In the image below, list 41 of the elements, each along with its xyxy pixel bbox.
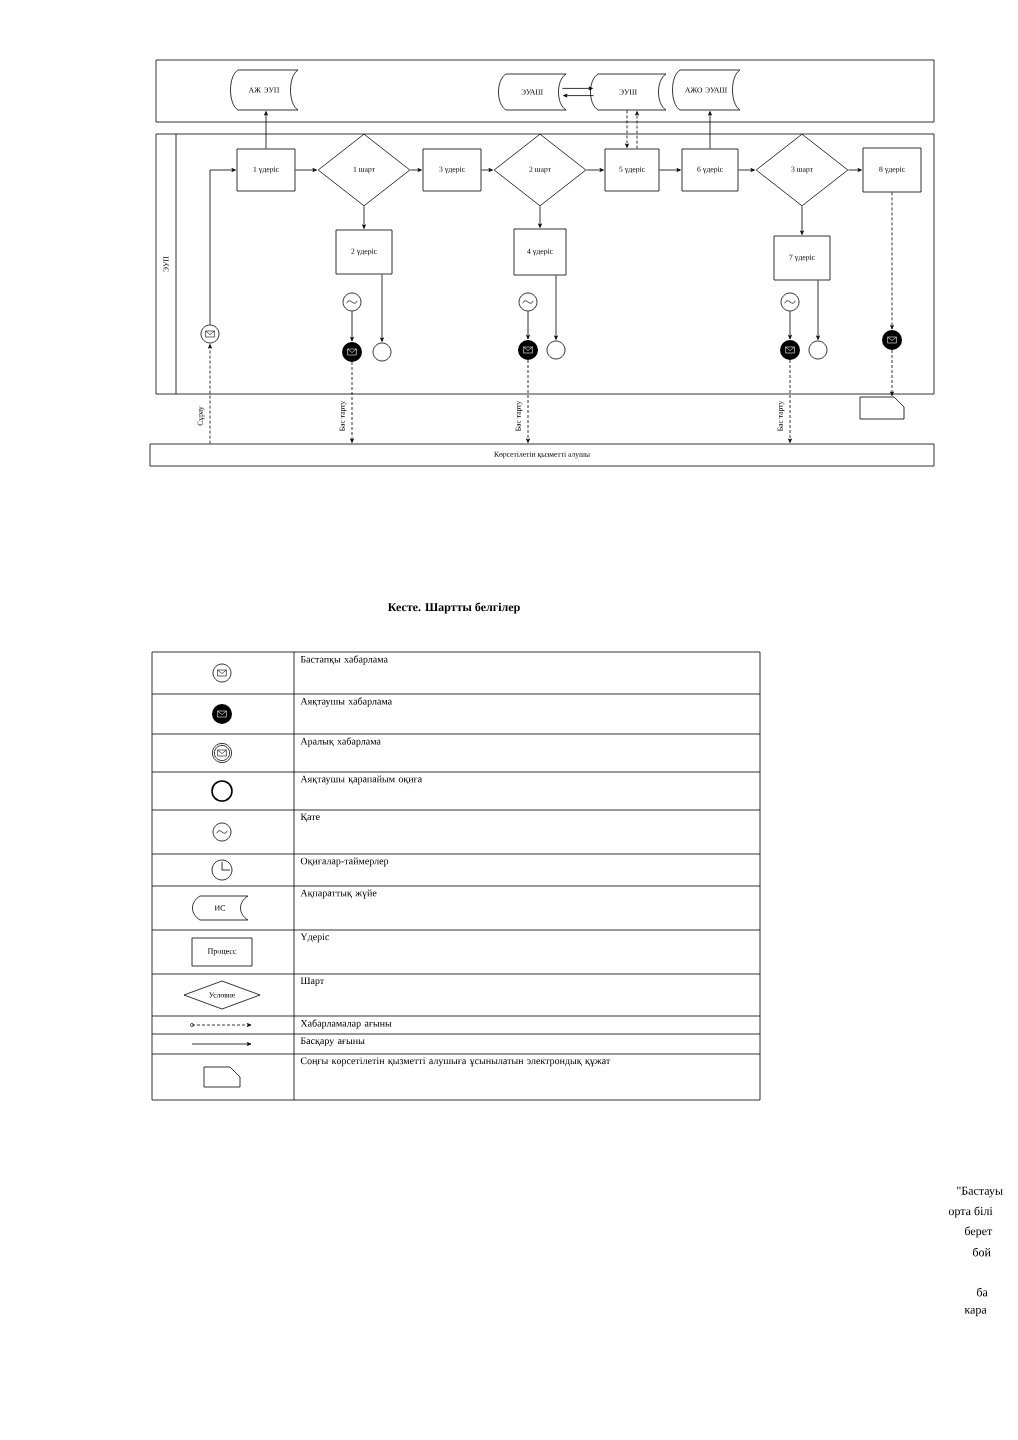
arrow (788, 311, 792, 340)
arrow (816, 280, 820, 340)
message-flow-arrow (788, 359, 792, 443)
end-message-event (780, 340, 800, 360)
end-message-event (882, 330, 902, 350)
arrow (264, 111, 268, 149)
message-flow-arrow (526, 359, 530, 443)
arrow (586, 168, 604, 172)
document-icon (859, 396, 905, 420)
arrow (410, 168, 422, 172)
arrow (738, 168, 755, 172)
error-event (342, 292, 362, 312)
message-flow-arrow (635, 111, 639, 149)
arrow (538, 206, 542, 228)
error-event (518, 292, 538, 312)
message-flow-arrow (890, 192, 894, 330)
message-flow-arrow (208, 344, 212, 444)
arrow (295, 168, 317, 172)
message-flow-arrow (625, 110, 629, 148)
end-event (546, 340, 566, 360)
end-message-event (518, 340, 538, 360)
arrow (659, 168, 681, 172)
end-event (808, 340, 828, 360)
message-flow-arrow (890, 349, 894, 396)
message-flow-arrow (350, 361, 354, 443)
end-message-event (342, 342, 362, 362)
arrow (800, 206, 804, 235)
arrow (380, 274, 384, 342)
arrow (362, 206, 366, 229)
arrow (848, 168, 862, 172)
arrow (481, 168, 493, 172)
arrow (708, 111, 712, 149)
arrow (554, 275, 558, 340)
arrow (563, 93, 594, 98)
arrow (209, 168, 236, 325)
end-event (372, 342, 392, 362)
start-message-event (200, 324, 220, 344)
arrow (562, 86, 593, 91)
error-event (780, 292, 800, 312)
arrow (526, 311, 530, 340)
arrow (350, 311, 354, 342)
